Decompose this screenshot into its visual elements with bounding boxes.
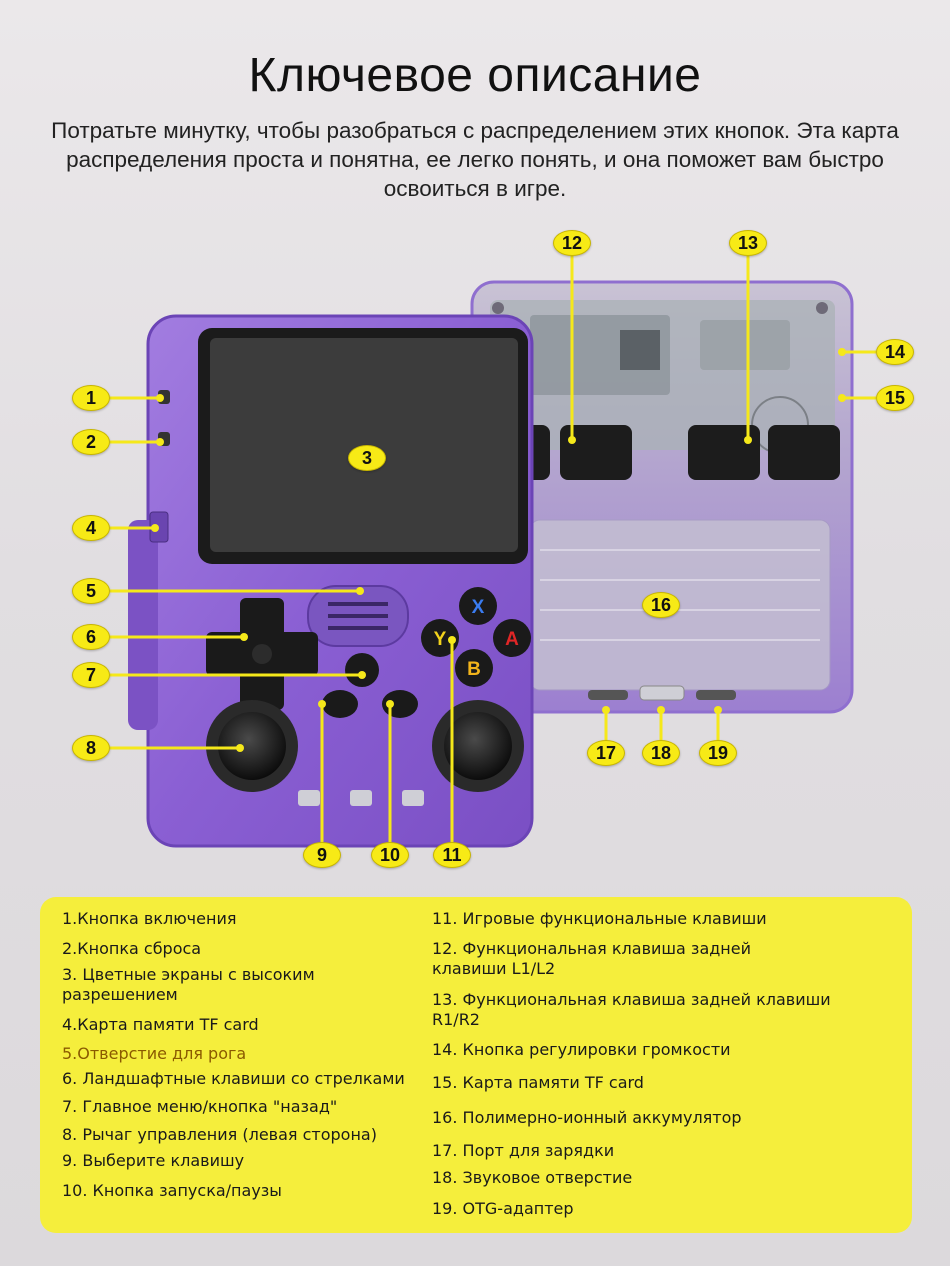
callout-badge: 6	[72, 624, 110, 650]
callout-badge: 9	[303, 842, 341, 868]
callout-badge: 18	[642, 740, 680, 766]
device-figure: X Y A B 1 2 3 4 5 6 7 8 9 10 11 12 13 14…	[0, 220, 950, 890]
callout-badge: 14	[876, 339, 914, 365]
button-y-label: Y	[434, 629, 447, 650]
callout-badge: 8	[72, 735, 110, 761]
button-x-label: X	[472, 597, 485, 618]
legend-item: 7. Главное меню/кнопка "назад"	[62, 1097, 338, 1116]
callout-leaders	[110, 256, 876, 842]
callout-badge: 1	[72, 385, 110, 411]
callout-badge: 16	[642, 592, 680, 618]
legend-item: 2.Кнопка сброса	[62, 939, 202, 958]
legend-item: 18. Звуковое отверстие	[432, 1168, 633, 1187]
callout-badge: 17	[587, 740, 625, 766]
legend-item: 14. Кнопка регулировки громкости	[432, 1040, 731, 1059]
legend-item: 12. Функциональная клавиша задней клавиш…	[432, 939, 752, 978]
button-a-label: A	[505, 629, 519, 650]
callout-dots	[151, 348, 846, 752]
callout-badge: 12	[553, 230, 591, 256]
device-front	[128, 314, 534, 848]
callout-badge: 2	[72, 429, 110, 455]
legend-item: 11. Игровые функциональные клавиши	[432, 909, 767, 928]
legend-item: 1.Кнопка включения	[62, 909, 237, 928]
legend-item: 3. Цветные экраны с высоким разрешением	[62, 965, 315, 1004]
page-subtitle: Потратьте минутку, чтобы разобраться с р…	[51, 118, 899, 201]
callout-badge: 13	[729, 230, 767, 256]
legend-item: 8. Рычаг управления (левая сторона)	[62, 1125, 377, 1144]
legend-item: 17. Порт для зарядки	[432, 1141, 615, 1160]
button-b-label: B	[467, 659, 481, 680]
legend-item: 19. OTG-адаптер	[432, 1199, 574, 1218]
legend-item: 16. Полимерно-ионный аккумулятор	[432, 1108, 742, 1127]
legend-item: 9. Выберите клавишу	[62, 1151, 245, 1170]
legend-item: 4.Карта памяти TF card	[62, 1015, 259, 1034]
callout-badge: 4	[72, 515, 110, 541]
legend-item: 6. Ландшафтные клавиши со стрелками	[62, 1069, 405, 1088]
legend-item: 13. Функциональная клавиша задней клавиш…	[432, 990, 831, 1029]
device-illustration: X Y A B	[110, 256, 876, 848]
page-title: Ключевое описание	[248, 49, 702, 102]
callout-badge: 5	[72, 578, 110, 604]
callout-badge: 19	[699, 740, 737, 766]
callout-badge: 15	[876, 385, 914, 411]
legend-item: 15. Карта памяти TF card	[432, 1073, 644, 1092]
legend-panel: 1.Кнопка включения 2.Кнопка сброса 3. Цв…	[40, 897, 912, 1233]
callout-badge: 7	[72, 662, 110, 688]
legend-item: 10. Кнопка запуска/паузы	[62, 1181, 282, 1200]
callout-badge: 11	[433, 842, 471, 868]
callout-badge: 3	[348, 445, 386, 471]
legend-item: 5.Отверстие для рога	[62, 1044, 247, 1063]
callout-badge: 10	[371, 842, 409, 868]
